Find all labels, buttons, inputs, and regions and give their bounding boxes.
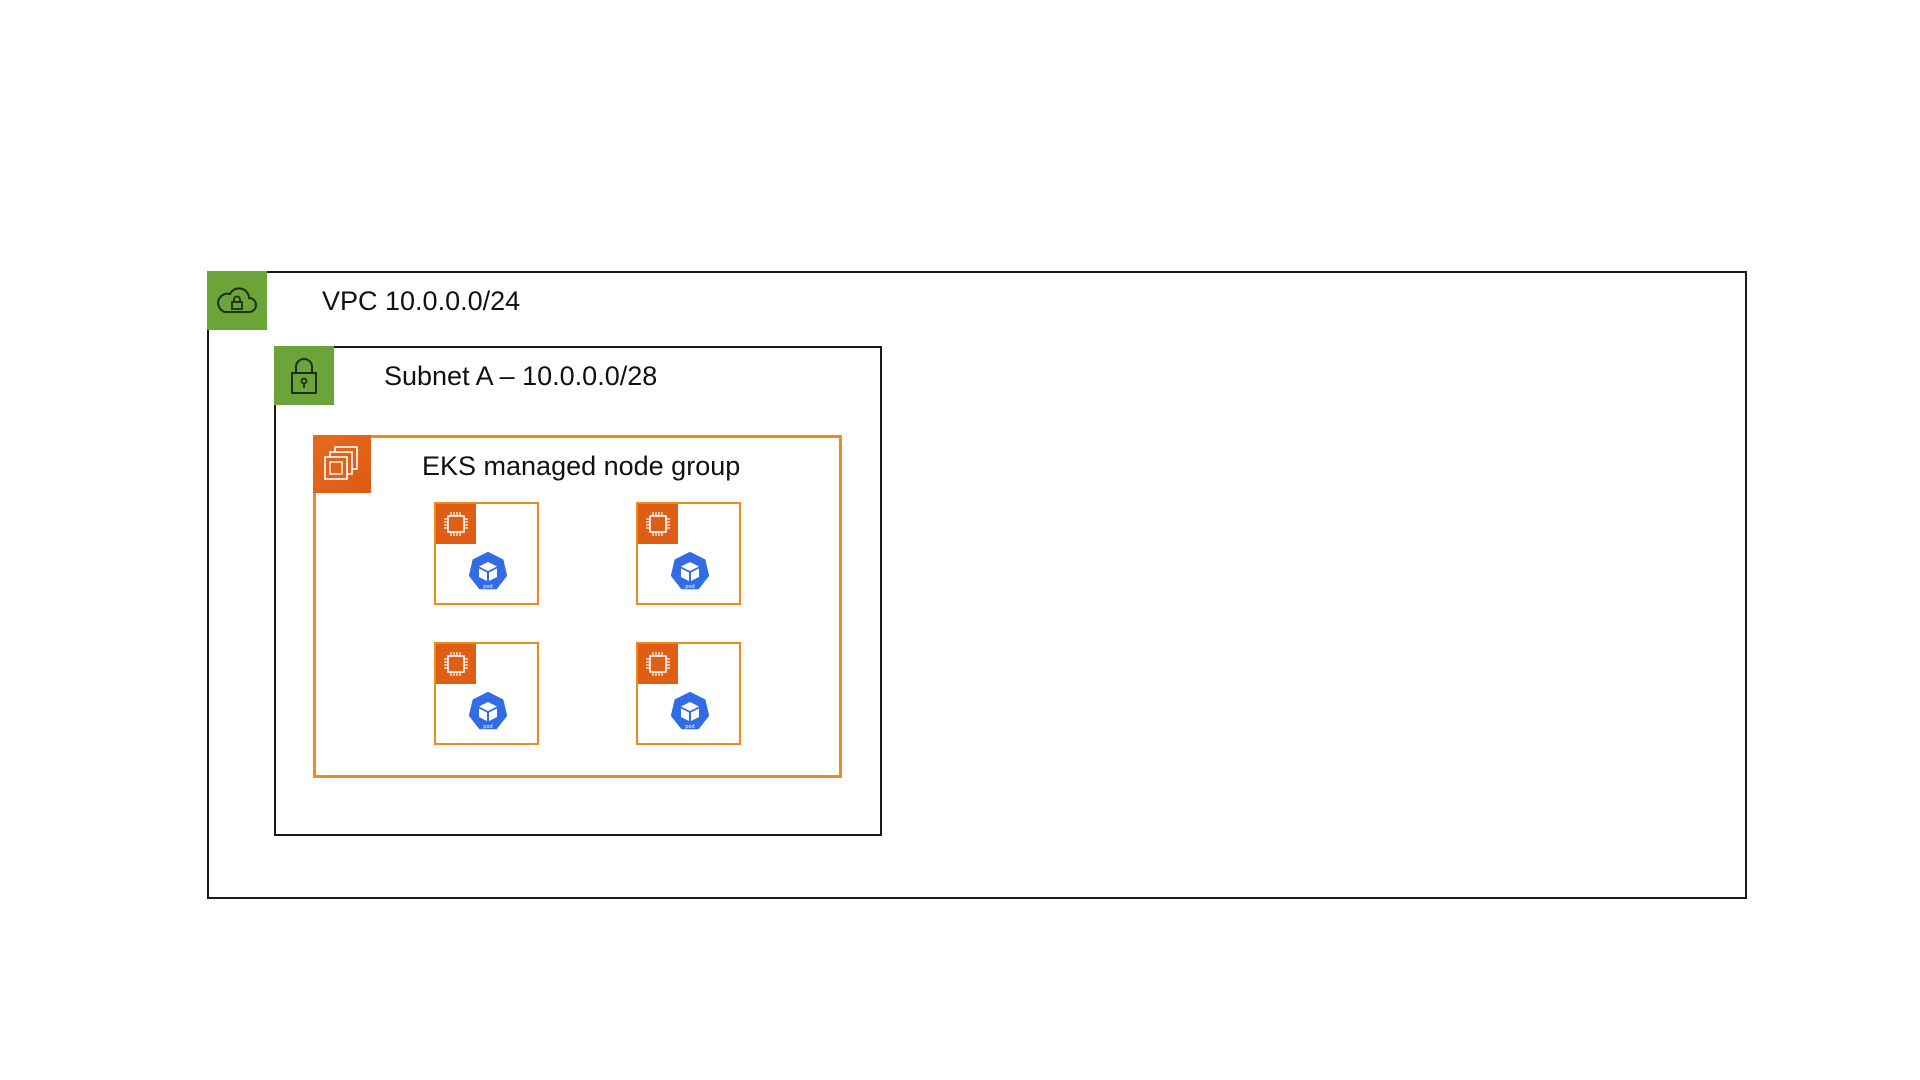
ec2-instance-chip-icon (436, 504, 476, 544)
eks-node-3: pod (434, 642, 539, 745)
kubernetes-pod-icon: pod (669, 690, 711, 731)
eks-node-4: pod (636, 642, 741, 745)
vpc-group (207, 271, 1747, 899)
eks-node-group (313, 435, 842, 778)
ec2-instance-chip-icon (638, 644, 678, 684)
pod-label: pod (483, 724, 492, 730)
kubernetes-pod-icon: pod (467, 690, 509, 731)
eks-node-1: pod (434, 502, 539, 605)
pod-label: pod (483, 584, 492, 590)
node-group-badge (313, 435, 371, 493)
kubernetes-pod-icon: pod (669, 550, 711, 591)
kubernetes-pod-icon: pod (467, 550, 509, 591)
pod-label: pod (685, 724, 694, 730)
subnet-label: Subnet A – 10.0.0.0/28 (384, 361, 658, 391)
ec2-instance-chip-icon (638, 504, 678, 544)
pod-label: pod (685, 584, 694, 590)
vpc-label: VPC 10.0.0.0/24 (322, 286, 521, 316)
subnet-group (274, 346, 882, 836)
subnet-badge (274, 346, 334, 405)
eks-node-2: pod (636, 502, 741, 605)
ec2-instance-chip-icon (436, 644, 476, 684)
vpc-badge (207, 271, 267, 330)
padlock-icon (291, 357, 317, 394)
ec2-instances-icon (324, 446, 358, 480)
node-group-label: EKS managed node group (422, 451, 741, 481)
vpc-cloud-lock-icon (217, 286, 257, 313)
